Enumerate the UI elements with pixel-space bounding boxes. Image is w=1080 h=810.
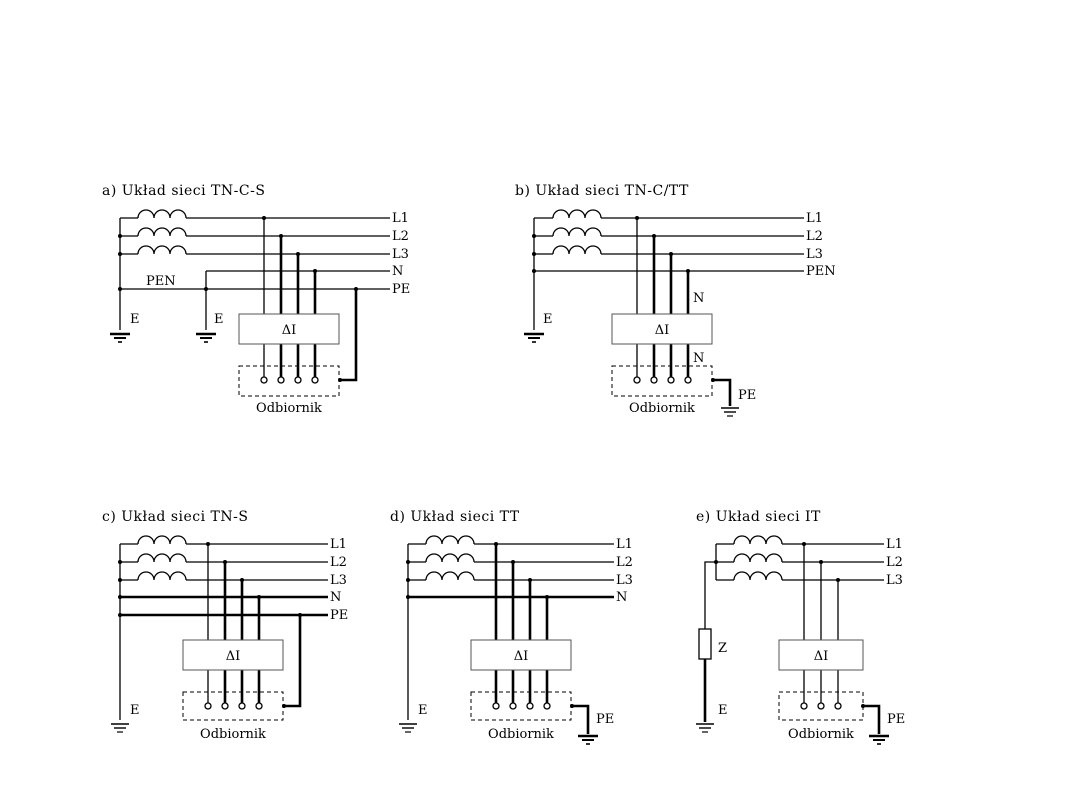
diagram-d-label-l1: L1: [616, 537, 633, 552]
diagram-c-label-l3: L3: [330, 573, 347, 588]
diagram-d-label-earth: E: [418, 703, 428, 718]
diagram-a-label-pe: PE: [392, 282, 410, 297]
diagram-c-load-label: Odbiornik: [200, 727, 266, 742]
diagram-e-conductors: [714, 542, 884, 734]
diagram-b-label-n-upper: N: [693, 291, 704, 306]
diagram-e-label-l1: L1: [886, 537, 903, 552]
diagram-c-label-pe: PE: [330, 608, 348, 623]
diagram-c-conductors: [118, 542, 328, 708]
diagram-e-load-label: Odbiornik: [788, 727, 854, 742]
diagram-c-label-l2: L2: [330, 555, 347, 570]
diagram-d-load-box: [470, 691, 572, 721]
diagram-b-label-l1: L1: [806, 211, 823, 226]
diagram-b-label-earth: E: [543, 312, 553, 327]
diagram-b-label-l2: L2: [806, 229, 823, 244]
diagram-c-rcd-label: ΔI: [226, 649, 241, 664]
diagram-a-label-earth-2: E: [214, 312, 224, 327]
diagram-d-load-terminals: [492, 702, 574, 710]
diagram-d-tt: d) Układ sieci TT: [390, 509, 633, 746]
diagram-c-label-l1: L1: [330, 537, 347, 552]
diagram-d-label-l2: L2: [616, 555, 633, 570]
diagram-d-transformer: [407, 535, 475, 720]
diagram-a-ground-icon-2: [194, 332, 218, 344]
diagram-e-label-pe: PE: [887, 712, 905, 727]
diagram-b-tn-c-tt: b) Układ sieci TN-C/TT: [515, 183, 836, 417]
diagram-b-rcd-box: [611, 313, 713, 345]
diagram-e-ground-icon: [696, 723, 714, 733]
diagram-e-label-z: Z: [718, 641, 727, 656]
diagram-e-pe-ground-icon: [867, 734, 891, 746]
diagram-c-load-box: [182, 691, 284, 721]
diagram-d-label-l3: L3: [616, 573, 633, 588]
diagram-a-label-pen: PEN: [146, 274, 176, 289]
diagram-b-pe-ground-icon: [721, 407, 739, 417]
diagram-a-title: a) Układ sieci TN-C-S: [102, 183, 265, 199]
diagram-e-transformer: [704, 535, 783, 629]
diagram-c-label-earth: E: [130, 703, 140, 718]
diagram-d-pe-ground-icon: [576, 734, 600, 746]
diagram-b-label-l3: L3: [806, 247, 823, 262]
diagram-b-ground-icon: [522, 332, 546, 344]
diagram-c-rcd-box: [182, 639, 284, 671]
diagram-e-it: e) Układ sieci IT: [696, 509, 905, 746]
diagram-a-label-l1: L1: [392, 211, 409, 226]
diagram-a-label-l2: L2: [392, 229, 409, 244]
diagram-b-label-n-lower: N: [693, 351, 704, 366]
diagram-d-title: d) Układ sieci TT: [390, 509, 520, 525]
diagram-d-rcd-label: ΔI: [514, 649, 529, 664]
diagram-c-title: c) Układ sieci TN-S: [102, 509, 248, 525]
diagram-d-ground-icon: [399, 723, 417, 733]
diagram-a-label-n: N: [392, 264, 403, 279]
diagram-a-load-box: [238, 365, 340, 397]
diagram-e-label-earth: E: [718, 703, 728, 718]
diagram-c-label-n: N: [330, 590, 341, 605]
diagram-e-load-terminals: [800, 702, 865, 710]
diagram-b-rcd-label: ΔI: [655, 323, 670, 338]
diagram-e-rcd-box: [778, 639, 864, 671]
diagram-d-load-label: Odbiornik: [488, 727, 554, 742]
diagram-b-load-terminals: [633, 376, 715, 384]
diagram-a-rcd-label: ΔI: [282, 323, 297, 338]
diagram-d-label-pe: PE: [596, 712, 614, 727]
diagram-e-title: e) Układ sieci IT: [696, 509, 821, 525]
diagram-b-conductors: [532, 216, 804, 406]
diagram-c-tn-s: c) Układ sieci TN-S: [102, 509, 348, 742]
diagram-c-load-terminals: [204, 702, 286, 710]
diagram-e-label-l2: L2: [886, 555, 903, 570]
diagram-a-label-l3: L3: [392, 247, 409, 262]
diagram-a-label-earth: E: [130, 312, 140, 327]
diagram-b-load-label: Odbiornik: [629, 401, 695, 416]
diagram-a-tn-c-s: a) Układ sieci TN-C-S: [102, 183, 410, 416]
diagram-b-label-pe: PE: [738, 388, 756, 403]
diagram-d-conductors: [406, 542, 614, 734]
diagram-e-label-l3: L3: [886, 573, 903, 588]
diagram-e-rcd-label: ΔI: [814, 649, 829, 664]
diagram-a-rcd-box: [238, 313, 340, 345]
diagram-c-ground-icon: [111, 723, 129, 733]
diagram-a-load-label: Odbiornik: [256, 401, 322, 416]
diagram-a-conductors: [118, 216, 390, 382]
diagram-d-rcd-box: [470, 639, 572, 671]
diagram-c-transformer: [119, 535, 187, 720]
diagram-e-impedance: [698, 628, 712, 660]
diagram-a-ground-icon: [108, 332, 132, 344]
diagram-d-label-n: N: [616, 590, 627, 605]
diagram-b-load-box: [611, 365, 713, 397]
diagram-a-load-terminals: [260, 376, 342, 384]
diagram-b-label-pen: PEN: [806, 264, 836, 279]
diagram-b-title: b) Układ sieci TN-C/TT: [515, 183, 689, 199]
